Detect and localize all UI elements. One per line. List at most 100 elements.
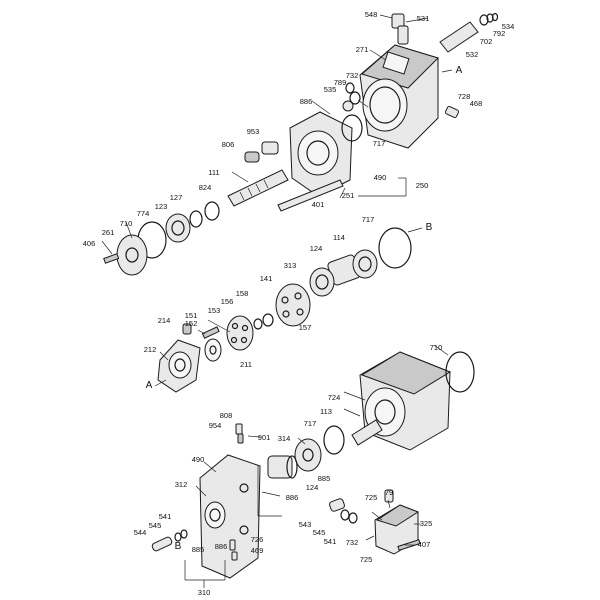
bearing-123-127-824 xyxy=(165,201,220,243)
label-469: 469 xyxy=(251,546,264,555)
label-728: 728 xyxy=(458,92,471,101)
label-310: 310 xyxy=(198,588,211,597)
label-532: 532 xyxy=(466,50,479,59)
label-261: 261 xyxy=(102,228,115,237)
label-541-b: 541 xyxy=(324,537,337,546)
label-824: 824 xyxy=(199,183,212,192)
marker-a-mid: A xyxy=(146,380,153,391)
label-113: 113 xyxy=(320,407,332,416)
marker-b-top: B xyxy=(426,222,433,233)
label-153: 153 xyxy=(208,306,221,315)
marker-b-bottom: B xyxy=(175,541,182,552)
spline-shaft-532 xyxy=(439,12,499,53)
label-407: 407 xyxy=(418,540,431,549)
label-114: 114 xyxy=(333,233,345,242)
label-314: 314 xyxy=(278,434,291,443)
oring-717-b xyxy=(378,227,412,269)
label-886-c: 886 xyxy=(215,542,228,551)
label-732-b: 732 xyxy=(346,538,359,547)
label-490-b: 490 xyxy=(192,455,205,464)
marker-a-top: A xyxy=(456,65,463,76)
label-710-a: 710 xyxy=(120,219,133,228)
label-468: 468 xyxy=(470,99,483,108)
label-543: 543 xyxy=(299,520,312,529)
shaft-113 xyxy=(351,419,383,446)
label-312: 312 xyxy=(175,480,188,489)
piston-shoe-group xyxy=(201,313,274,351)
view-markers: A B A B xyxy=(146,65,463,552)
bearing-124-b xyxy=(267,455,298,479)
label-111: 111 xyxy=(208,168,219,177)
label-789: 789 xyxy=(334,78,347,87)
label-885-a: 885 xyxy=(318,474,331,483)
label-953: 953 xyxy=(247,127,260,136)
label-885-b: 885 xyxy=(192,545,205,554)
plug-group-535 xyxy=(342,82,361,112)
label-774: 774 xyxy=(137,209,150,218)
valve-block-886 xyxy=(289,111,363,197)
cylinder-block-141 xyxy=(275,249,378,327)
label-732-a: 732 xyxy=(346,71,359,80)
label-717-a: 717 xyxy=(373,139,386,148)
label-152: 152 xyxy=(185,319,198,328)
fittings-726-469 xyxy=(229,539,238,561)
label-250: 250 xyxy=(416,181,429,190)
plug-728 xyxy=(445,105,459,119)
label-251: 251 xyxy=(342,191,355,200)
label-726: 726 xyxy=(251,535,264,544)
label-79: 79 xyxy=(385,488,393,497)
label-717-c: 717 xyxy=(304,419,317,428)
label-211: 211 xyxy=(240,360,252,369)
label-710-b: 710 xyxy=(430,343,443,352)
label-124-b: 124 xyxy=(306,483,319,492)
label-212: 212 xyxy=(144,345,157,354)
label-808: 808 xyxy=(220,411,233,420)
label-124-a: 124 xyxy=(310,244,323,253)
pin-401 xyxy=(277,179,344,212)
label-313: 313 xyxy=(284,261,297,270)
label-724: 724 xyxy=(328,393,341,402)
label-158: 158 xyxy=(236,289,249,298)
label-954: 954 xyxy=(209,421,222,430)
oring-717-c xyxy=(323,425,345,455)
housing-113 xyxy=(359,351,475,451)
label-901: 901 xyxy=(258,433,271,442)
label-806: 806 xyxy=(222,140,235,149)
label-157: 157 xyxy=(299,323,312,332)
label-544: 544 xyxy=(134,528,147,537)
swash-plate-212 xyxy=(157,323,201,393)
label-545-b: 545 xyxy=(313,528,326,537)
shaft-111 xyxy=(227,169,289,207)
plug-808-954 xyxy=(235,423,244,444)
valve-block-312 xyxy=(199,454,261,579)
label-151: 151 xyxy=(185,311,198,320)
label-725-b: 725 xyxy=(360,555,373,564)
label-490-a: 490 xyxy=(374,173,387,182)
plug-543-545-541 xyxy=(329,498,358,524)
label-156: 156 xyxy=(221,297,234,306)
callouts: 548 531 534 792 702 532 271 732 789 535 … xyxy=(83,10,515,597)
label-548: 548 xyxy=(365,10,378,19)
label-717-b: 717 xyxy=(362,215,375,224)
label-545-a: 545 xyxy=(149,521,162,530)
label-702: 702 xyxy=(480,37,493,46)
plate-211 xyxy=(204,338,222,362)
label-535: 535 xyxy=(324,85,337,94)
label-541-a: 541 xyxy=(159,512,172,521)
label-531: 531 xyxy=(417,14,430,23)
label-886-b: 886 xyxy=(286,493,299,502)
label-401: 401 xyxy=(312,200,325,209)
plug-544-545-541 xyxy=(151,529,188,552)
label-271: 271 xyxy=(356,45,369,54)
label-792: 792 xyxy=(493,29,506,38)
label-886-a: 886 xyxy=(300,97,313,106)
casing-271 xyxy=(359,44,439,149)
label-325: 325 xyxy=(420,519,433,528)
label-406: 406 xyxy=(83,239,96,248)
label-123: 123 xyxy=(155,202,168,211)
regulator-325 xyxy=(374,489,420,555)
label-214: 214 xyxy=(158,316,171,325)
label-141: 141 xyxy=(260,274,273,283)
